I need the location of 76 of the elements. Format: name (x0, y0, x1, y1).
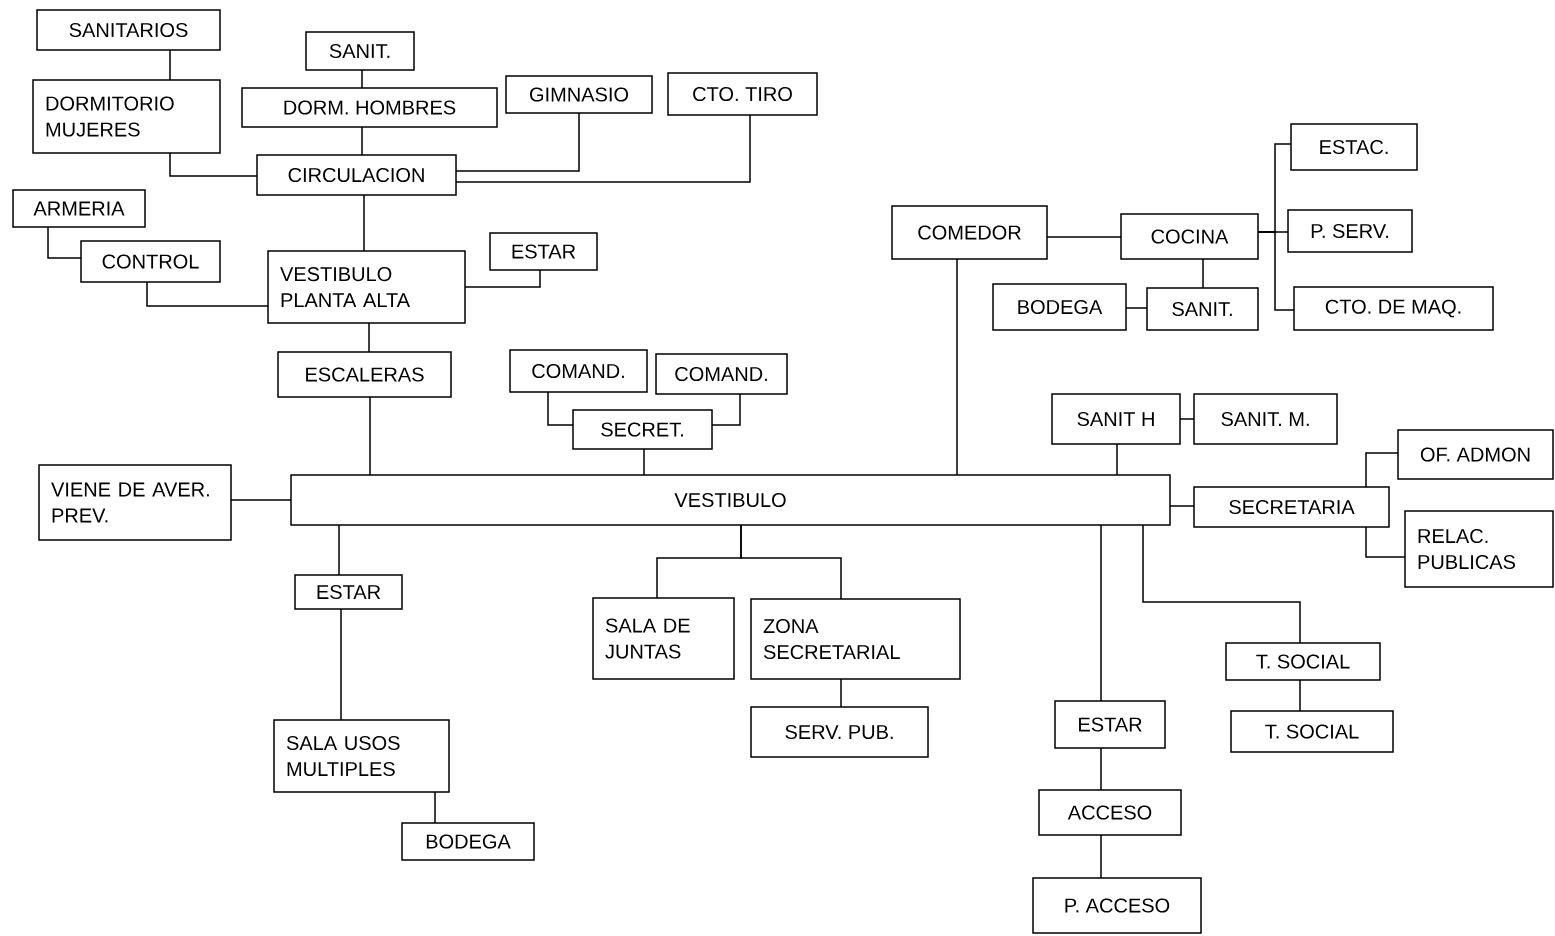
connector-line (643, 448, 645, 476)
connector-line (455, 114, 751, 183)
room-box: CONTROL (80, 240, 221, 283)
room-box: SECRETARIA (1193, 486, 1390, 528)
room-box: ESTAC. (1290, 123, 1418, 171)
room-box: T. SOCIAL (1230, 710, 1394, 753)
connector-line (1142, 524, 1301, 644)
connector-line (338, 524, 340, 576)
room-box: SANIT. (1146, 287, 1259, 331)
room-box: ZONA SECRETARIAL (750, 598, 961, 680)
room-box: P. ACCESO (1032, 877, 1202, 934)
room-box: CTO. TIRO (667, 72, 818, 116)
connector-line (1169, 505, 1195, 507)
connector-line (230, 499, 292, 501)
connector-line (1100, 524, 1102, 702)
connector-line (1365, 452, 1399, 488)
connector-line (1100, 747, 1102, 791)
room-box: SANIT. M. (1193, 393, 1338, 445)
room-box: COCINA (1120, 213, 1259, 260)
connector-line (464, 269, 541, 288)
connector-line (368, 322, 370, 353)
room-box: ARMERIA (12, 189, 146, 228)
connector-line (840, 678, 842, 708)
connector-line (169, 49, 171, 81)
connector-line (1100, 834, 1102, 879)
connector-line (1257, 231, 1295, 311)
room-box: T. SOCIAL (1225, 642, 1381, 681)
room-box: SANITARIOS (36, 9, 221, 51)
room-box: DORM. HOMBRES (241, 87, 498, 128)
room-box: SANIT H (1051, 393, 1181, 445)
room-box: VESTIBULO PLANTA ALTA (267, 250, 466, 324)
connector-line (47, 226, 82, 259)
room-box: SANIT. (305, 31, 415, 71)
room-box: P. SERV. (1287, 209, 1413, 253)
connector-line (1116, 443, 1118, 476)
connector-line (1299, 679, 1301, 712)
room-box: BODEGA (401, 822, 535, 861)
room-box: VIENE DE AVER. PREV. (38, 464, 232, 541)
room-box: ESTAR (294, 574, 403, 610)
room-box: ESTAR (1054, 700, 1166, 749)
room-box: OF. ADMON (1397, 429, 1554, 480)
connector-line (1046, 236, 1122, 238)
room-box: COMAND. (509, 349, 648, 393)
connector-line (434, 791, 436, 824)
room-box: SECRET. (572, 409, 713, 450)
connector-line (1125, 307, 1148, 309)
connector-line (340, 608, 342, 721)
connector-line (369, 396, 371, 476)
room-box: DORMITORIO MUJERES (32, 79, 221, 154)
connector-line (363, 194, 365, 252)
room-box: SALA USOS MULTIPLES (273, 719, 450, 793)
connector-line (1365, 526, 1406, 558)
connector-line (1179, 418, 1195, 420)
connector-line (146, 281, 269, 307)
connector-line (361, 69, 363, 89)
connector-line (169, 152, 258, 177)
room-box: CIRCULACION (256, 154, 457, 196)
room-box: SERV. PUB. (750, 706, 929, 758)
room-box: CTO. DE MAQ. (1293, 286, 1494, 331)
connector-line (711, 393, 741, 426)
room-box: ESTAR (489, 232, 598, 271)
connector-line (547, 391, 574, 426)
room-box: COMEDOR (891, 205, 1048, 260)
room-box: RELAC. PUBLICAS (1404, 510, 1554, 588)
room-box: BODEGA (992, 283, 1127, 331)
room-box: ESCALERAS (277, 351, 452, 398)
room-box: ACCESO (1038, 789, 1182, 836)
room-box: VESTIBULO (290, 474, 1171, 526)
connector-line (1202, 258, 1204, 289)
connector-line (740, 524, 842, 600)
room-box: GIMNASIO (505, 75, 653, 114)
connector-line (956, 258, 958, 476)
connector-line (361, 126, 363, 156)
room-box: SALA DE JUNTAS (592, 597, 735, 680)
room-box: COMAND. (655, 353, 788, 395)
connector-line (455, 112, 580, 172)
